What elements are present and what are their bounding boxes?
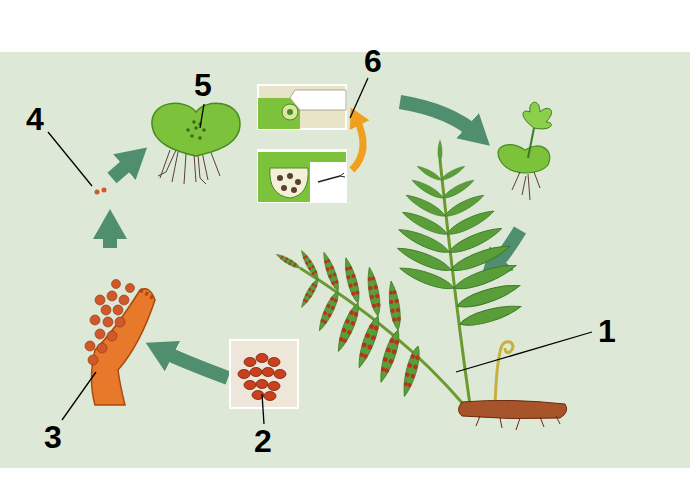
callout-number: 5 — [194, 68, 212, 102]
callout-number: 1 — [598, 314, 616, 348]
callout-number: 6 — [364, 44, 382, 78]
callout-number: 2 — [254, 424, 272, 458]
callout-number: 4 — [26, 102, 44, 136]
callout-number: 3 — [44, 420, 62, 454]
